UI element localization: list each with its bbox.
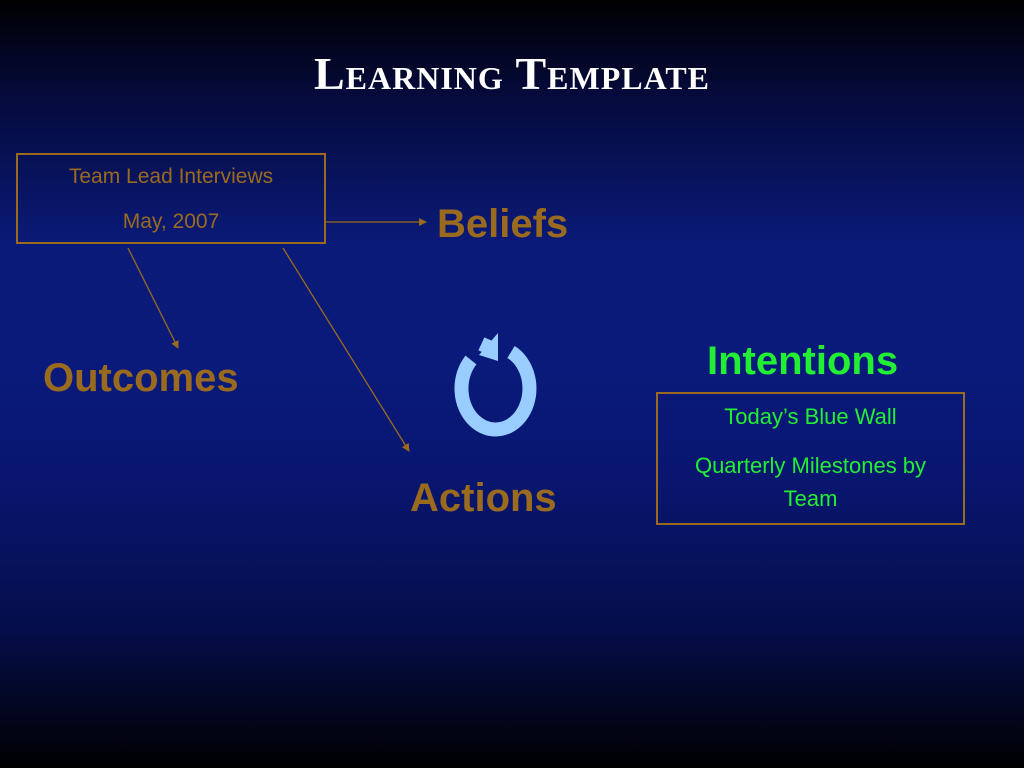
- intentions-box-line1: Today’s Blue Wall: [724, 404, 897, 429]
- arrow-to-actions: [282, 247, 410, 452]
- intentions-label: Intentions: [707, 339, 899, 383]
- beliefs-label: Beliefs: [437, 202, 569, 246]
- team-lead-interviews-box: Team Lead Interviews May, 2007: [16, 153, 326, 244]
- arrow-to-outcomes: [127, 247, 179, 349]
- source-box-line1: Team Lead Interviews: [68, 165, 274, 188]
- slide-title: Learning Template: [313, 48, 711, 99]
- outcomes-label: Outcomes: [43, 356, 239, 400]
- actions-label: Actions: [410, 476, 557, 520]
- circular-arrow-icon: [454, 333, 537, 437]
- source-box-line2: May, 2007: [122, 210, 220, 233]
- intentions-box-line2: Quarterly Milestones by Team: [694, 453, 927, 511]
- intentions-box: Today’s Blue Wall Quarterly Milestones b…: [656, 392, 965, 525]
